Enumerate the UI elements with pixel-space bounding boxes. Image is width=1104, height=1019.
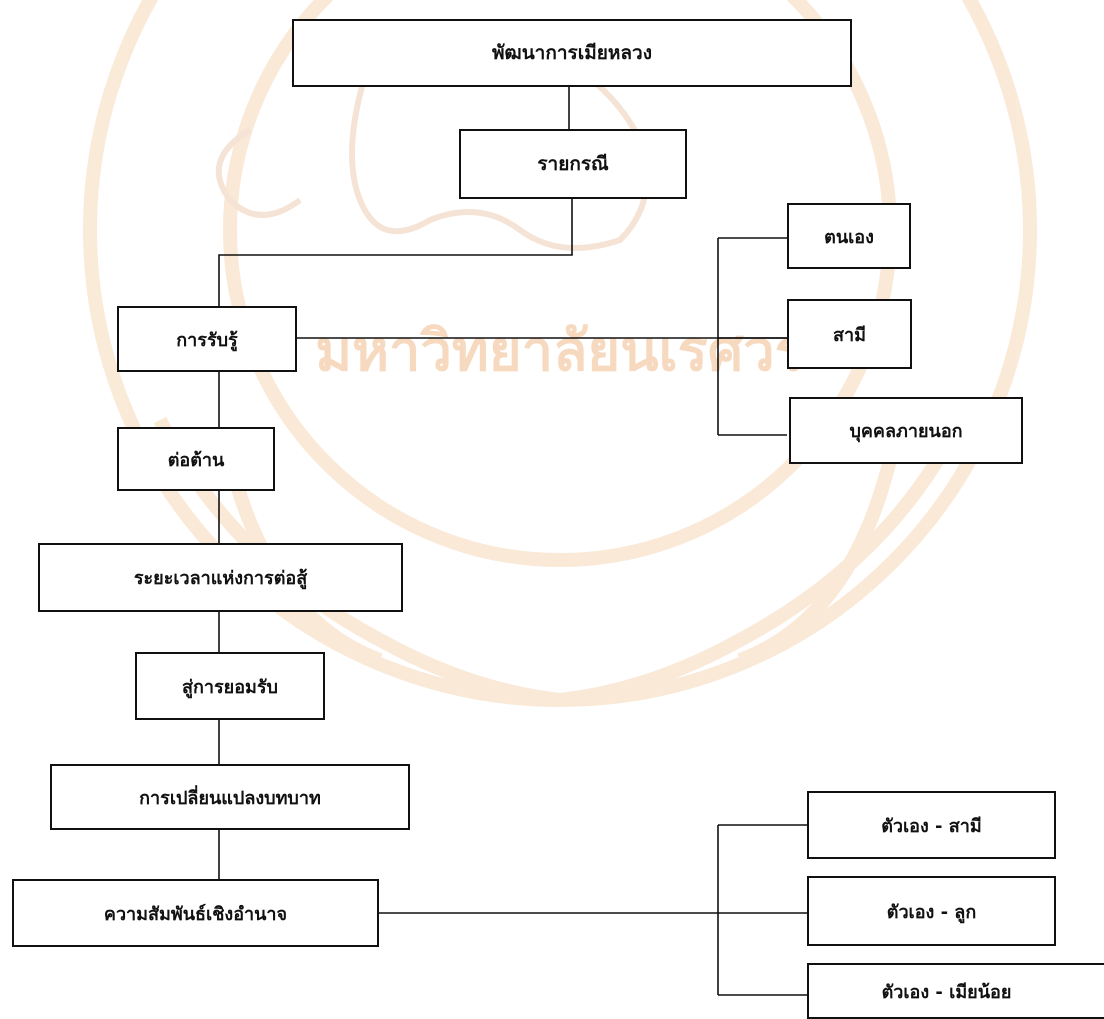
node-power-relations: ความสัมพันธ์เชิงอำนาจ: [12, 879, 379, 947]
node-acceptance: สู่การยอมรับ: [135, 652, 325, 720]
node-resistance-label: ต่อต้าน: [167, 449, 225, 471]
node-resistance: ต่อต้าน: [117, 427, 275, 491]
node-self-child-label: ตัวเอง - ลูก: [886, 901, 977, 923]
node-self-minor-wife: ตัวเอง - เมียน้อย: [807, 963, 1104, 1019]
node-husband: สามี: [787, 299, 912, 369]
node-role-change: การเปลี่ยนแปลงบทบาท: [50, 764, 410, 830]
node-husband-label: สามี: [833, 324, 866, 346]
node-perception: การรับรู้: [117, 306, 297, 372]
node-self: ตนเอง: [787, 203, 911, 269]
node-self-minor-wife-label: ตัวเอง - เมียน้อย: [881, 981, 1012, 1003]
node-root: พัฒนาการเมียหลวง: [292, 19, 852, 87]
node-role-change-label: การเปลี่ยนแปลงบทบาท: [139, 787, 321, 809]
node-self-husband: ตัวเอง - สามี: [807, 791, 1056, 859]
node-case-label: รายกรณี: [537, 153, 609, 175]
node-self-husband-label: ตัวเอง - สามี: [881, 815, 982, 837]
watermark-text: มหาวิทยาลัยนเรศวร: [315, 318, 805, 384]
node-acceptance-label: สู่การยอมรับ: [182, 676, 278, 698]
node-self-label: ตนเอง: [824, 226, 874, 248]
node-struggle-period-label: ระยะเวลาแห่งการต่อสู้: [133, 568, 308, 589]
node-outsider-label: บุคคลภายนอก: [849, 421, 963, 442]
node-outsider: บุคคลภายนอก: [789, 397, 1023, 464]
node-struggle-period: ระยะเวลาแห่งการต่อสู้: [38, 543, 403, 612]
node-root-label: พัฒนาการเมียหลวง: [492, 42, 652, 64]
node-perception-label: การรับรู้: [176, 329, 238, 351]
node-case: รายกรณี: [459, 129, 687, 199]
node-power-relations-label: ความสัมพันธ์เชิงอำนาจ: [103, 903, 288, 925]
node-self-child: ตัวเอง - ลูก: [807, 876, 1056, 946]
